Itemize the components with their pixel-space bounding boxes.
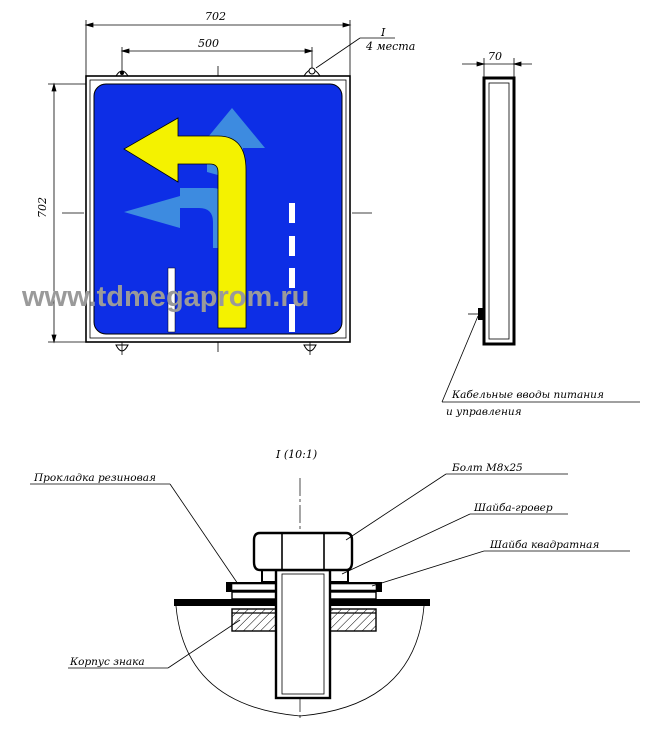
mount-lug-bottom-left	[115, 342, 129, 355]
body-insert-left	[231, 608, 277, 632]
label-rubber-gasket: Прокладка резиновая	[33, 472, 156, 484]
label-bolt: Болт М8х25	[451, 462, 523, 474]
watermark: www.tdmegaprom.ru	[21, 281, 309, 313]
detail-qty-label: 4 места	[365, 40, 415, 53]
cable-gland	[478, 308, 484, 320]
detail-ref-label: I	[380, 26, 386, 39]
front-view: 702 500 702	[36, 10, 372, 355]
mount-lug-top-left	[115, 70, 129, 77]
label-square-washer: Шайба квадратная	[489, 539, 599, 551]
side-housing	[482, 76, 516, 346]
detail-leaders	[30, 473, 630, 669]
dimension-width	[84, 20, 352, 76]
label-spring-washer: Шайба-гровер	[473, 502, 553, 514]
sign-frame-inner	[89, 79, 347, 339]
dimension-height-label: 702	[36, 197, 49, 218]
yellow-turn-arrow	[123, 117, 247, 329]
body-insert-right	[329, 608, 377, 632]
bolt-detail: I (10:1)	[30, 448, 630, 718]
cable-label-1: Кабельные вводы питания	[451, 389, 604, 401]
bolt-shank	[274, 568, 332, 700]
detail-title: I (10:1)	[275, 448, 317, 461]
label-sign-body: Корпус знака	[69, 656, 145, 668]
dimension-height	[48, 82, 86, 344]
bolt-head	[252, 531, 354, 572]
mount-lug-bottom-right	[303, 342, 317, 355]
blue-left-arrow	[124, 188, 226, 248]
dimension-mount-label: 500	[198, 37, 219, 50]
detail-circle	[175, 605, 425, 717]
lane-lines	[167, 203, 295, 333]
side-view: 70	[441, 50, 640, 403]
side-housing-inner	[488, 82, 510, 340]
dimension-depth	[462, 58, 532, 78]
dimension-mount-spacing	[120, 47, 314, 72]
cable-leader	[441, 315, 479, 403]
dimension-width-label: 702	[205, 10, 226, 23]
detail-callout	[315, 37, 395, 69]
dimension-depth-label: 70	[488, 50, 502, 63]
mount-lug-top-right	[303, 67, 321, 77]
cable-label-2: и управления	[446, 406, 522, 418]
